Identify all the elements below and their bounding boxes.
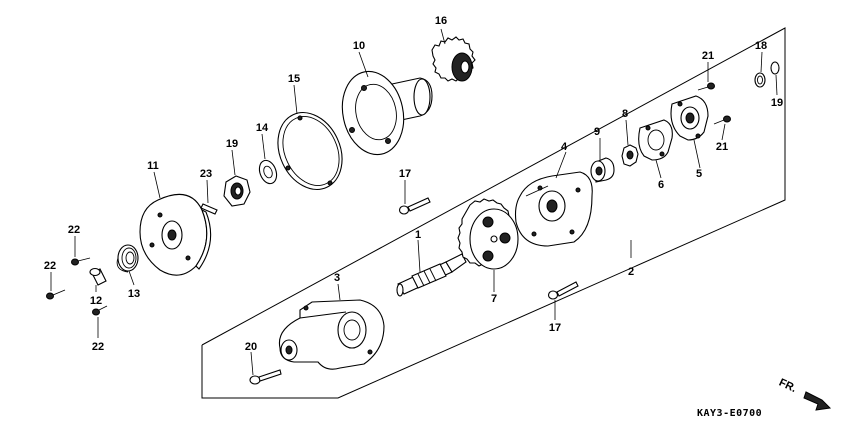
part-1-shaft [396,253,467,297]
part-21-screw-a [697,82,715,91]
callout-17-bottom: 17 [549,322,561,334]
part-23-pin [200,203,218,215]
direction-label: FR. [777,377,798,395]
callout-3: 3 [334,272,340,284]
callout-17-top: 17 [399,168,411,180]
callout-23: 23 [200,168,212,180]
part-4-pump-body [514,171,593,247]
part-14-washer [258,159,278,185]
callout-18: 19 [226,138,238,150]
callout-19-bottom: 19 [771,97,783,109]
part-21-screw-b [713,115,731,125]
callout-6: 6 [658,179,664,191]
part-8-outer-rotor [621,144,639,167]
callout-12: 12 [90,295,102,307]
callout-14: 14 [256,122,269,134]
part-9-inner-rotor [590,157,615,183]
callout-22-top: 22 [68,224,80,236]
part-6-gasket [638,119,673,161]
part-15-gasket [277,112,343,190]
callout-7: 7 [491,293,497,305]
callout-2: 2 [628,266,634,278]
callout-10: 10 [353,40,365,52]
callout-20: 20 [245,341,257,353]
part-17-bolt-a [398,197,431,215]
part-17-bolt-b [547,281,579,300]
callout-21-top: 21 [702,50,714,62]
callout-1: 1 [415,229,421,241]
callout-11: 11 [147,160,159,172]
leader-lines [50,28,778,376]
front-direction-indicator: FR. [777,377,832,411]
part-12-collar [89,267,107,286]
callout-22-bottom: 22 [92,341,104,353]
assembly-frame [201,27,786,399]
callout-labels: 16 10 15 14 19 23 11 13 12 22 22 22 17 1… [44,15,783,353]
callout-16: 16 [435,15,447,27]
part-5-plate [670,95,709,141]
part-13-spring [116,244,139,273]
callout-9: 9 [594,126,600,138]
part-10-pump-cover [341,70,433,156]
part-7-pump-gear [457,198,519,270]
callout-8: 8 [622,108,628,120]
part-22-screw-c [92,305,108,316]
callout-19-top: 18 [755,40,767,52]
callout-5: 5 [696,168,702,180]
part-22-screw-a [71,257,91,266]
part-3-housing [278,299,385,370]
callout-22-left: 22 [44,260,56,272]
part-20-bolt [249,369,282,385]
part-19-o-ring-a [754,72,766,88]
drawing-code: KAY3-E0700 [697,408,762,419]
part-11-plate [139,193,212,276]
part-19-o-ring-b [770,61,780,75]
part-22-screw-b [46,289,66,300]
callout-21-bottom: 21 [716,141,728,153]
callout-13: 13 [128,288,140,300]
callout-4: 4 [561,141,568,153]
part-18-nut [223,175,251,207]
arrow-right-icon [803,391,832,411]
callout-15: 15 [288,73,300,85]
part-16-drive-gear [431,36,476,82]
